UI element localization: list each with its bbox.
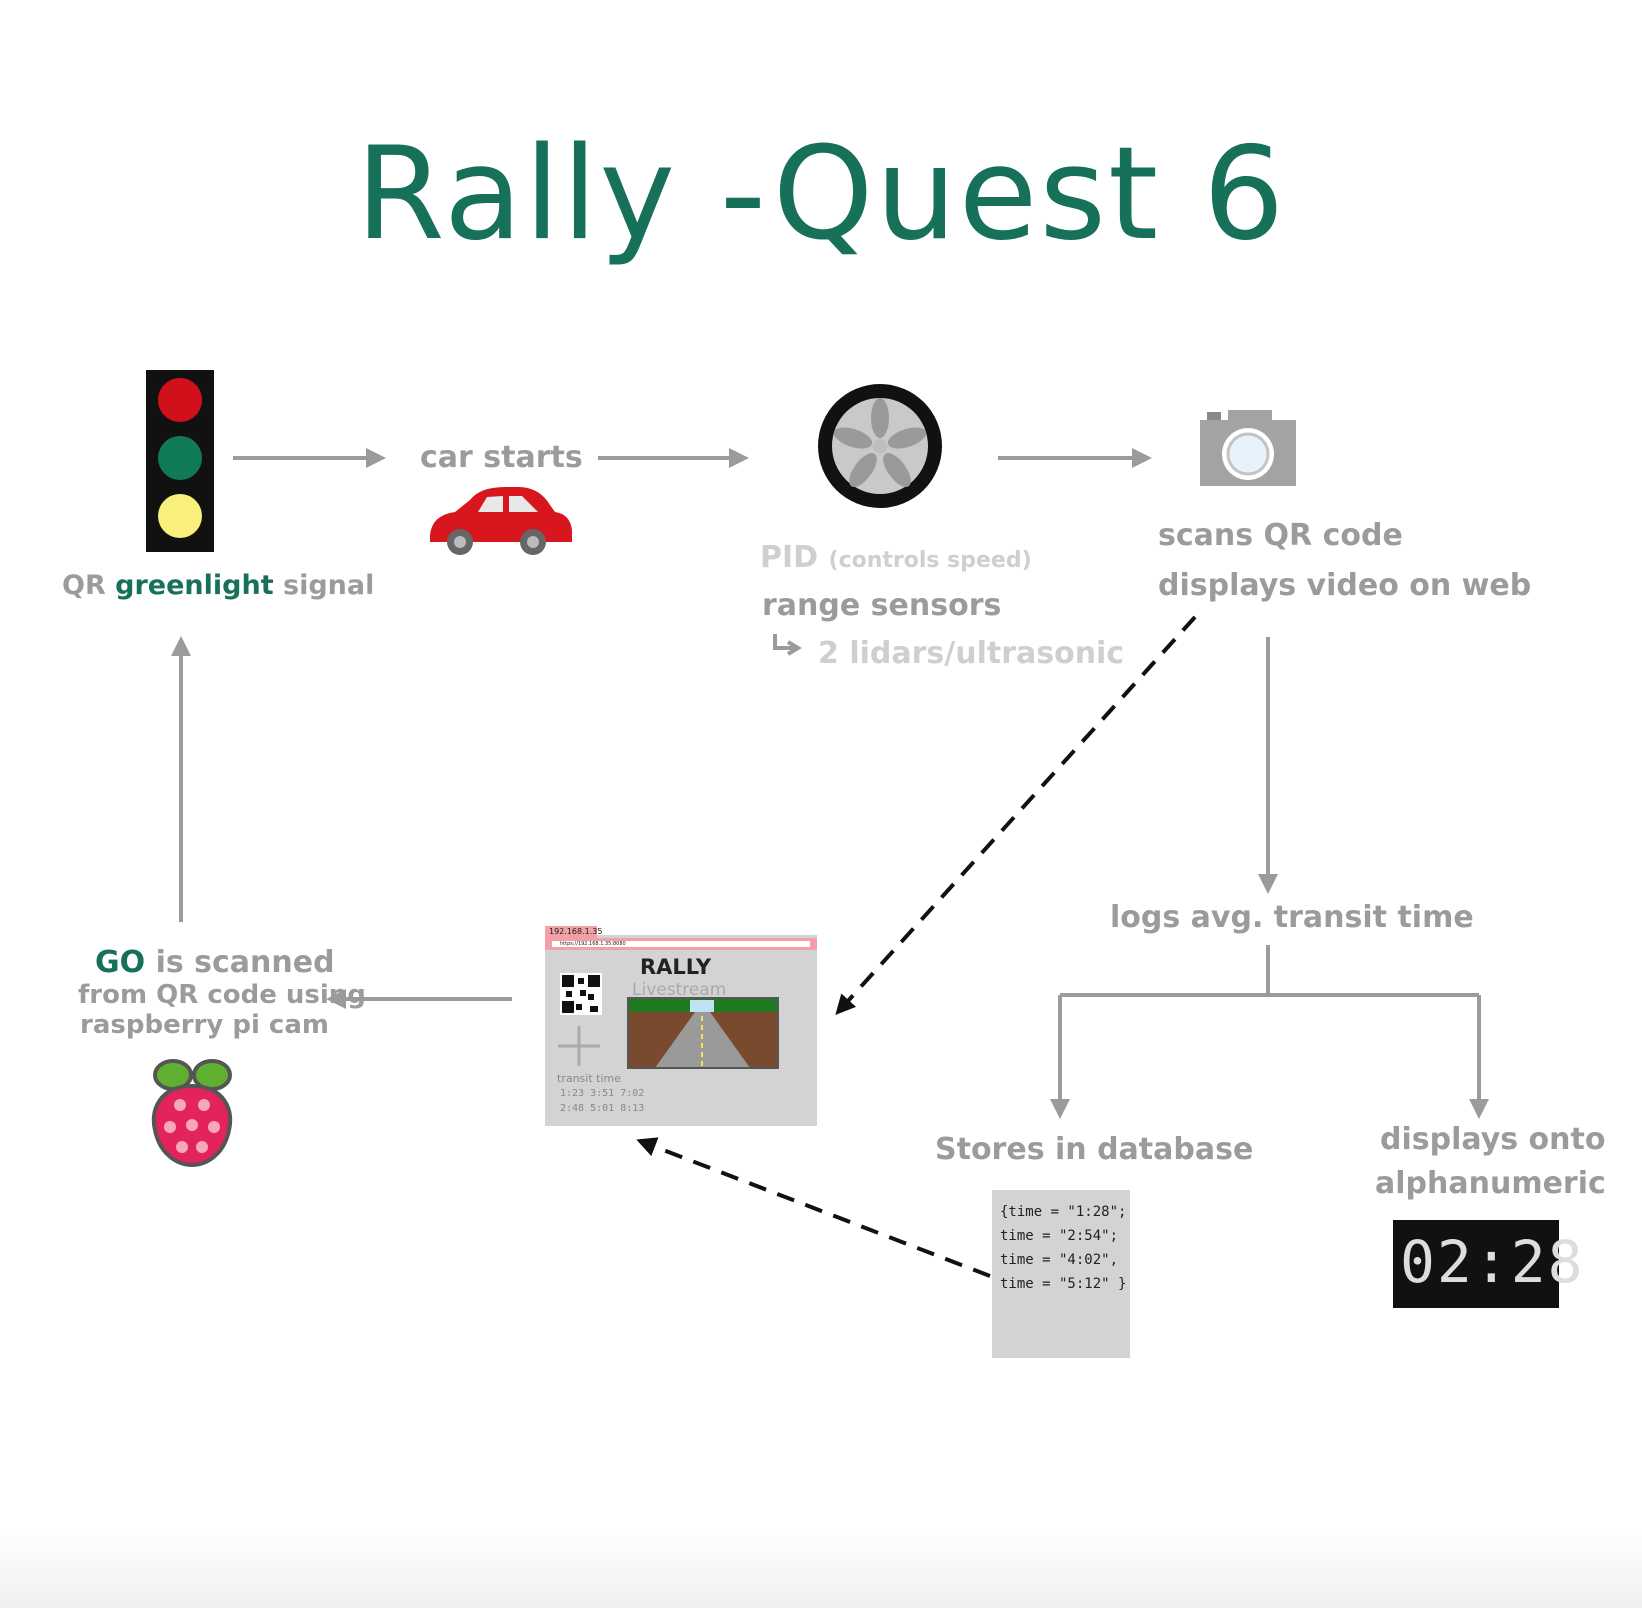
browser-times-row-1: 1:23 3:51 7:02 — [560, 1088, 645, 1099]
bottom-fade — [0, 1528, 1642, 1608]
pid-label: PID (controls speed) — [760, 540, 1032, 575]
traffic-light-icon — [146, 370, 214, 552]
browser-subheading: Livestream — [632, 980, 727, 1000]
browser-heading: RALLY — [640, 955, 712, 979]
displays-onto-label: displays onto — [1380, 1122, 1606, 1157]
car-icon — [430, 487, 572, 555]
raspberry-pi-icon — [151, 1059, 233, 1168]
livestream-image — [627, 997, 779, 1069]
alphanumeric-readout: 02:28 — [1400, 1228, 1585, 1296]
diagram-title: Rally -Quest 6 — [355, 120, 1287, 269]
logs-transit-label: logs avg. transit time — [1110, 900, 1474, 935]
database-label: Stores in database — [935, 1132, 1254, 1167]
flow-arrows — [171, 448, 1489, 1119]
database-records: {time = "1:28"; time = "2:54"; time = "4… — [1000, 1204, 1127, 1292]
browser-address: https://192.168.1.35:8080 — [560, 941, 626, 947]
browser-transit-label: transit time — [557, 1072, 621, 1085]
qr-code-icon — [560, 973, 602, 1015]
browser-times-row-2: 2:48 5:01 8:13 — [560, 1103, 645, 1114]
traffic-light-label: QR greenlight signal — [62, 570, 375, 601]
range-sensors-label: range sensors — [762, 588, 1002, 623]
dashed-arrows — [636, 615, 1197, 1278]
database-card — [992, 1190, 1130, 1358]
browser-window — [545, 926, 817, 1126]
lidar-label: 2 lidars/ultrasonic — [818, 636, 1125, 671]
alphanumeric-label: alphanumeric — [1375, 1166, 1606, 1201]
camera-icon — [1200, 410, 1296, 486]
car-starts-label: car starts — [420, 440, 583, 475]
displays-video-label: displays video on web — [1158, 568, 1532, 603]
raspberry-cam-label: raspberry pi cam — [80, 1010, 329, 1040]
from-qr-label: from QR code using — [78, 980, 366, 1010]
scans-qr-label: scans QR code — [1158, 518, 1403, 553]
move-icon — [558, 1026, 600, 1066]
alphanumeric-display — [1393, 1220, 1559, 1308]
browser-tab: 192.168.1.35 — [549, 927, 603, 936]
wheel-icon — [818, 384, 942, 508]
go-scanned-label: GO is scanned — [95, 945, 335, 980]
